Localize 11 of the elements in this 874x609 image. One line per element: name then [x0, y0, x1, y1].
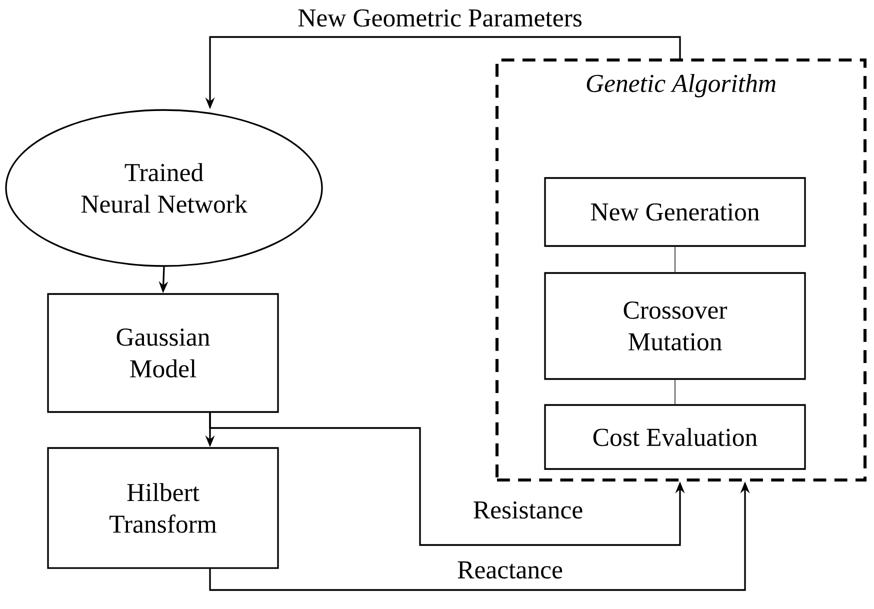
- edge-label: Reactance: [456, 560, 564, 580]
- edge-label: New Geometric Parameters: [296, 8, 584, 28]
- process-box: Cost Evaluation: [544, 404, 806, 470]
- process-box: Gaussian Model: [47, 293, 279, 413]
- connector-line: [674, 246, 676, 273]
- process-box: Hilbert Transform: [47, 447, 279, 569]
- edge-label: Resistance: [472, 500, 584, 520]
- connector-line: [674, 379, 676, 405]
- process-box: New Generation: [544, 177, 806, 247]
- ellipse-node: Trained Neural Network: [5, 109, 323, 267]
- process-box: Crossover Mutation: [544, 272, 806, 380]
